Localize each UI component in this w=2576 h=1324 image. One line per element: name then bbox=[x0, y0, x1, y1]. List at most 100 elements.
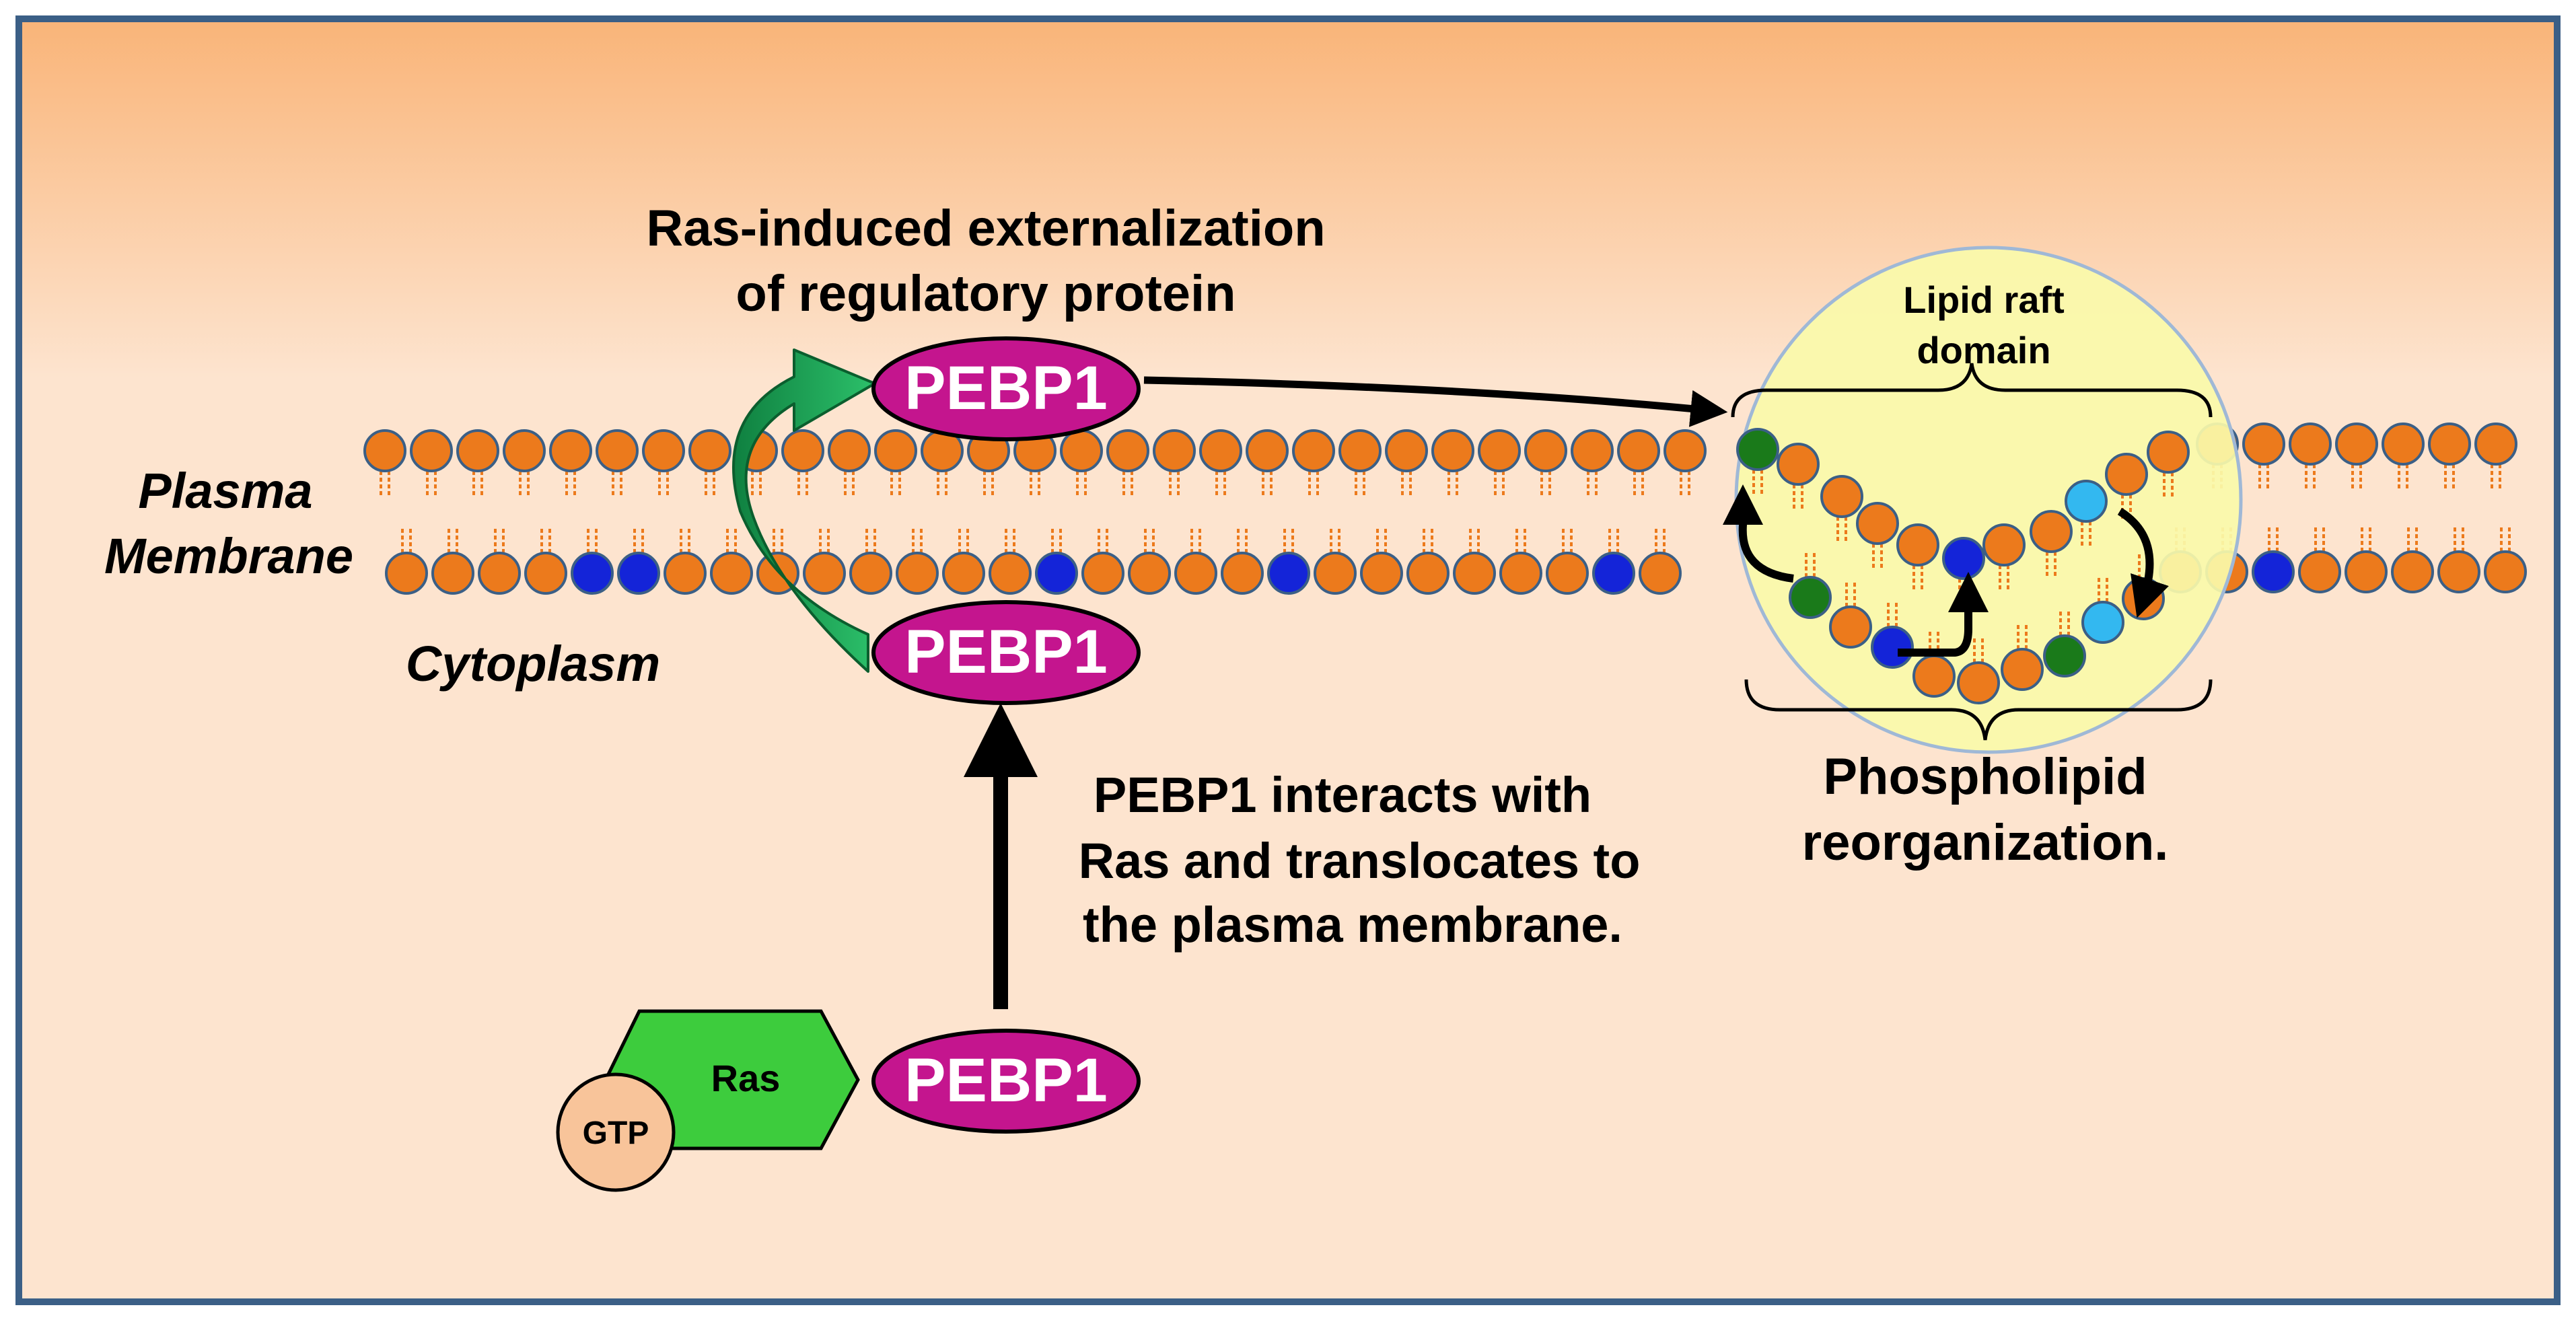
raft-top-brace bbox=[1731, 363, 2213, 418]
phospholipid-label-line1: Phospholipid bbox=[1823, 748, 2147, 805]
lipid-head bbox=[781, 429, 824, 472]
pebp1-inner: PEBP1 bbox=[871, 600, 1141, 705]
lipid-head bbox=[1524, 429, 1567, 472]
lipid-head bbox=[2391, 550, 2434, 593]
lipid-head bbox=[2030, 510, 2073, 553]
lipid-head bbox=[710, 552, 753, 595]
lipid-head bbox=[1453, 552, 1496, 595]
raft-lipids bbox=[1736, 428, 2190, 704]
lipid-head bbox=[1267, 552, 1310, 595]
lipid-head bbox=[1871, 626, 1914, 669]
phospholipid-label-line2: reorganization. bbox=[1802, 814, 2169, 871]
gtp-circle bbox=[556, 1072, 676, 1192]
lipid-head bbox=[1406, 552, 1450, 595]
lipid-head bbox=[1199, 429, 1242, 472]
lipid-head bbox=[874, 429, 917, 472]
lipid-head bbox=[688, 429, 731, 472]
ras-label: Ras bbox=[711, 1057, 781, 1099]
lipid-head bbox=[1896, 523, 1939, 566]
externalization-title-line2: of regulatory protein bbox=[736, 265, 1236, 322]
lipid-head bbox=[2105, 453, 2148, 496]
lipid-head bbox=[942, 552, 985, 595]
lipid-head bbox=[2065, 480, 2108, 523]
lipid-head bbox=[1431, 429, 1474, 472]
lipid-head bbox=[1081, 552, 1124, 595]
interaction-label-line2: Ras and translocates to bbox=[1079, 833, 1641, 889]
lipid-head bbox=[2081, 601, 2124, 644]
ras-gtp-complex: Ras GTP bbox=[556, 1009, 860, 1192]
lipid-head bbox=[2043, 634, 2086, 677]
lipid-head bbox=[2335, 422, 2378, 466]
lipid-head bbox=[1478, 429, 1521, 472]
lipid-head bbox=[1292, 429, 1335, 472]
lipid-head bbox=[989, 552, 1032, 595]
lipid-head bbox=[849, 552, 892, 595]
lipid-head bbox=[503, 429, 546, 472]
lipid-head bbox=[1246, 429, 1289, 472]
lipid-head bbox=[1174, 552, 1217, 595]
raft-label-line2: domain bbox=[1917, 329, 2050, 371]
lipid-head bbox=[896, 552, 939, 595]
pebp1-complex: PEBP1 bbox=[871, 1029, 1141, 1134]
pebp1-complex-shape bbox=[871, 1029, 1141, 1134]
interaction-label-line3: the plasma membrane. bbox=[1083, 897, 1622, 953]
lipid-head bbox=[1829, 605, 1872, 649]
lipid-head bbox=[2382, 422, 2425, 466]
lipid-head bbox=[2428, 422, 2471, 466]
flip-arrow-blue bbox=[1898, 572, 1989, 657]
lipid-head bbox=[1777, 443, 1820, 486]
reorganization-arrows bbox=[1723, 484, 2169, 657]
pebp1-outer: PEBP1 bbox=[871, 336, 1141, 441]
lipid-head bbox=[642, 429, 685, 472]
lipid-head bbox=[549, 429, 592, 472]
lipid-head bbox=[456, 429, 499, 472]
lipid-head bbox=[2437, 550, 2480, 593]
lipid-head bbox=[803, 552, 846, 595]
lipid-head bbox=[1060, 429, 1103, 472]
cytoplasm-label: Cytoplasm bbox=[406, 636, 660, 692]
lipid-head bbox=[617, 552, 660, 595]
lipid-head bbox=[2298, 550, 2341, 593]
gtp-label: GTP bbox=[583, 1115, 649, 1151]
lipid-raft-domain bbox=[1723, 246, 2243, 754]
pebp1-outer-label: PEBP1 bbox=[904, 354, 1108, 422]
lipid-head bbox=[2484, 550, 2527, 593]
lipid-head bbox=[2001, 648, 2044, 691]
lipid-head bbox=[828, 429, 871, 472]
pebp1-outer-shape bbox=[871, 336, 1141, 441]
lipid-head bbox=[410, 429, 453, 472]
pebp1-inner-shape bbox=[871, 600, 1141, 705]
lipid-head bbox=[1571, 429, 1614, 472]
plasma-label: Plasma bbox=[138, 463, 312, 519]
lipid-head bbox=[1385, 429, 1428, 472]
pebp1-inner-label: PEBP1 bbox=[904, 618, 1108, 686]
lipid-head bbox=[664, 552, 707, 595]
lipid-head bbox=[1360, 552, 1403, 595]
pebp1-complex-label: PEBP1 bbox=[904, 1046, 1108, 1115]
lipid-head bbox=[1663, 429, 1707, 472]
lipid-head bbox=[1546, 552, 1589, 595]
lipid-head bbox=[2474, 422, 2517, 466]
lipid-head bbox=[1128, 552, 1171, 595]
lipid-head bbox=[1106, 429, 1149, 472]
flip-arrow-cyan bbox=[2117, 507, 2169, 618]
lipid-head bbox=[2242, 422, 2285, 466]
lipid-head bbox=[385, 552, 428, 595]
lipid-head bbox=[1789, 576, 1832, 619]
lipid-head bbox=[363, 429, 406, 472]
reorganization-brace bbox=[1744, 679, 2213, 741]
membrane-label: Membrane bbox=[104, 528, 353, 584]
lipid-head bbox=[431, 552, 474, 595]
lipid-head bbox=[571, 552, 614, 595]
externalization-arrow bbox=[732, 348, 876, 673]
lipid-head bbox=[1820, 475, 1863, 518]
lipid-head bbox=[596, 429, 639, 472]
lipid-head bbox=[1153, 429, 1196, 472]
lipid-head bbox=[2252, 550, 2295, 593]
lipid-head bbox=[1314, 552, 1357, 595]
lipid-head bbox=[1912, 655, 1956, 698]
lipid-head bbox=[1592, 552, 1635, 595]
lipid-head bbox=[478, 552, 521, 595]
